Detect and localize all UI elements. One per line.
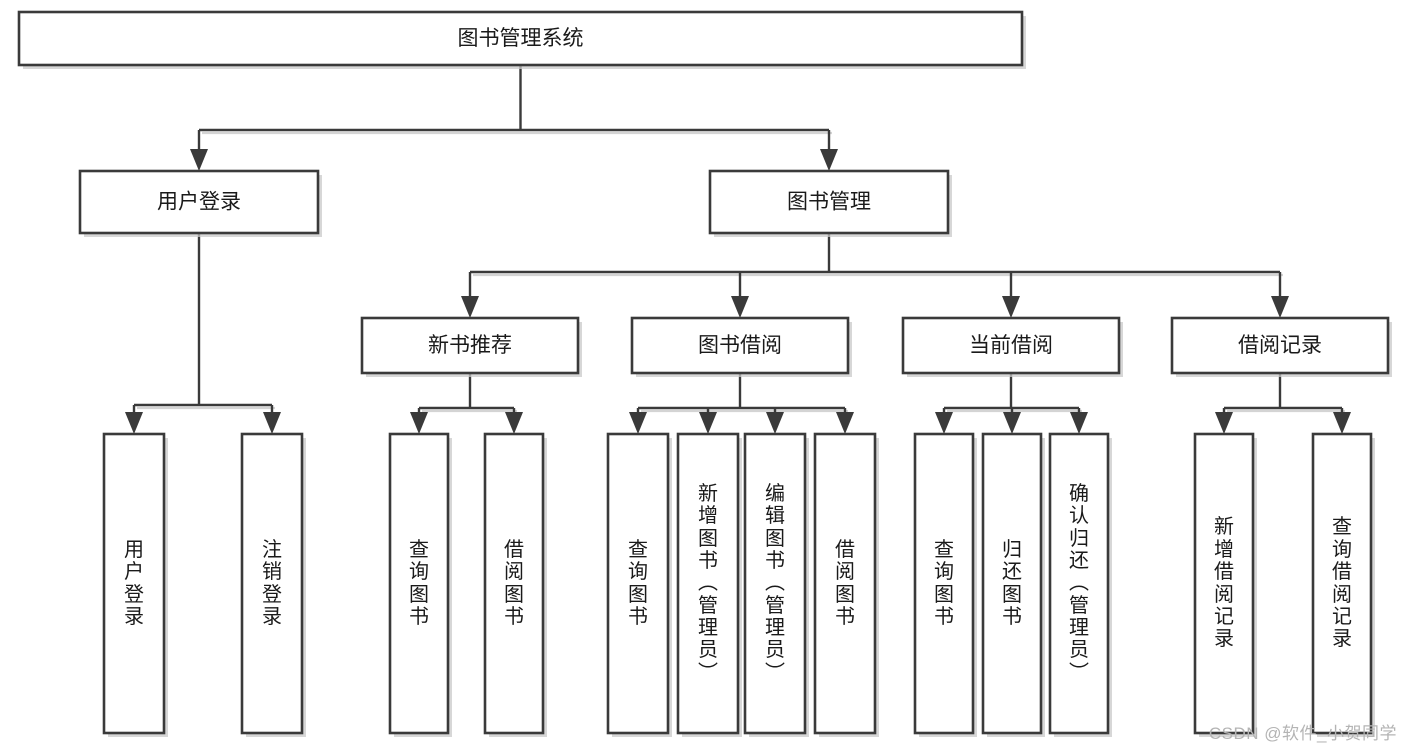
connector-arrowhead (699, 412, 717, 434)
connector-arrowhead (731, 296, 749, 318)
node-box-leaf-edit-book-admin[interactable] (743, 432, 807, 735)
node-label-current-borrow: 当前借阅 (969, 334, 1053, 357)
connector-arrowhead (836, 412, 854, 434)
connector-arrowhead (461, 296, 479, 318)
connector-arrowhead (1271, 296, 1289, 318)
node-label-new-book-recommend: 新书推荐 (428, 334, 512, 357)
node-box-leaf-add-borrow-record[interactable] (1193, 432, 1255, 735)
connector-arrowhead (766, 412, 784, 434)
connector-arrowhead (935, 412, 953, 434)
node-box-book-manage[interactable] (708, 169, 950, 235)
node-box-root[interactable] (17, 10, 1024, 67)
node-label-root: 图书管理系统 (458, 27, 584, 50)
connector-arrowhead (1003, 412, 1021, 434)
node-box-leaf-borrow-book-rec[interactable] (483, 432, 545, 735)
csdn-watermark: CSDN @软件_小贺同学 (1208, 724, 1397, 743)
node-box-leaf-add-book-admin[interactable] (676, 432, 740, 735)
node-box-leaf-logout[interactable] (240, 432, 304, 735)
node-box-current-borrow[interactable] (901, 316, 1121, 375)
node-box-book-borrow[interactable] (630, 316, 850, 375)
connector-arrowhead (263, 412, 281, 434)
node-label-borrow-record: 借阅记录 (1238, 334, 1322, 357)
connector-arrowhead (410, 412, 428, 434)
connector-arrowhead (1070, 412, 1088, 434)
node-box-leaf-borrow-book[interactable] (813, 432, 877, 735)
node-box-new-book-recommend[interactable] (360, 316, 580, 375)
connector-arrowhead (190, 149, 208, 171)
node-box-leaf-query-book-rec[interactable] (388, 432, 450, 735)
node-box-user-login[interactable] (78, 169, 320, 235)
connector-arrowhead (1333, 412, 1351, 434)
node-box-leaf-confirm-return-admin[interactable] (1048, 432, 1110, 735)
node-label-book-manage: 图书管理 (787, 191, 871, 214)
node-label-book-borrow: 图书借阅 (698, 334, 782, 357)
connector-arrowhead (629, 412, 647, 434)
node-box-leaf-query-borrow-record[interactable] (1311, 432, 1373, 735)
connector-arrowhead (820, 149, 838, 171)
connector-arrowhead (1002, 296, 1020, 318)
node-box-leaf-user-login[interactable] (102, 432, 166, 735)
node-box-borrow-record[interactable] (1170, 316, 1390, 375)
connector-arrowhead (505, 412, 523, 434)
connector-arrowhead (1215, 412, 1233, 434)
node-label-user-login: 用户登录 (157, 191, 241, 214)
node-box-leaf-query-book-borrow[interactable] (606, 432, 670, 735)
node-box-leaf-return-book[interactable] (981, 432, 1043, 735)
connectors-layer (125, 65, 1351, 434)
boxes-layer (17, 10, 1392, 737)
connector-arrowhead (125, 412, 143, 434)
node-box-leaf-query-book-cur[interactable] (913, 432, 975, 735)
